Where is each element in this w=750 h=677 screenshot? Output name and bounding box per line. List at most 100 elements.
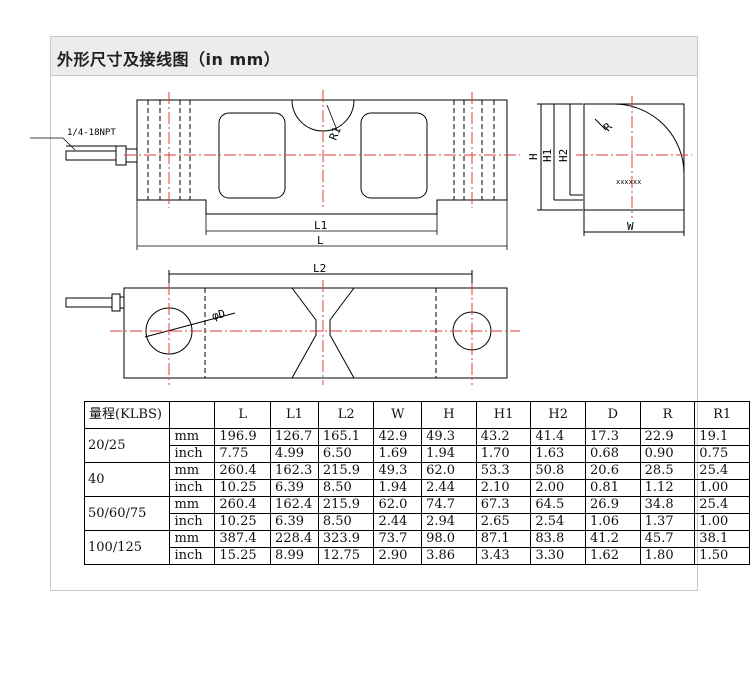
- value-cell: 0.68: [585, 445, 641, 463]
- value-cell: 8.50: [317, 513, 375, 531]
- value-cell: 3.86: [421, 547, 477, 565]
- value-cell: 73.7: [373, 530, 423, 548]
- value-cell: 2.90: [373, 547, 423, 565]
- value-cell: 228.4: [270, 530, 319, 548]
- unit-cell: inch: [169, 513, 216, 531]
- top-view: [65, 270, 508, 379]
- value-cell: 7.75: [214, 445, 272, 463]
- value-cell: 2.00: [530, 479, 587, 497]
- value-cell: 1.70: [475, 445, 532, 463]
- value-cell: 387.4: [214, 530, 272, 548]
- header-cell: L1: [270, 401, 319, 429]
- header-cell: 量程(KLBS): [83, 401, 171, 429]
- header-cell: D: [585, 401, 641, 429]
- value-cell: 17.3: [585, 428, 641, 446]
- top-centerlines: [110, 280, 520, 385]
- value-cell: 2.44: [421, 479, 477, 497]
- drawing: 1/4-18NPT R1 L1 L R xxxxxx H H1 H2 W: [30, 90, 692, 385]
- value-cell: 10.25: [214, 479, 272, 497]
- value-cell: 19.1: [694, 428, 750, 446]
- header-cell: H1: [475, 401, 532, 429]
- label-l1: L1: [314, 219, 327, 232]
- side-view: [537, 103, 685, 236]
- value-cell: 1.12: [639, 479, 696, 497]
- value-cell: 162.4: [270, 496, 319, 514]
- capacity-cell: 40: [83, 462, 171, 497]
- value-cell: 8.99: [270, 547, 319, 565]
- thread-label: 1/4-18NPT: [67, 128, 116, 138]
- value-cell: 53.3: [475, 462, 532, 480]
- value-cell: 3.43: [475, 547, 532, 565]
- front-dashes: [147, 100, 495, 200]
- value-cell: 25.4: [694, 462, 750, 480]
- header-cell: W: [373, 401, 423, 429]
- value-cell: 43.2: [475, 428, 532, 446]
- value-cell: 1.69: [373, 445, 423, 463]
- value-cell: 260.4: [214, 462, 272, 480]
- front-view: [65, 99, 508, 215]
- value-cell: 1.06: [585, 513, 641, 531]
- unit-cell: mm: [169, 530, 216, 548]
- value-cell: 87.1: [475, 530, 532, 548]
- value-cell: 1.80: [639, 547, 696, 565]
- value-cell: 49.3: [421, 428, 477, 446]
- unit-cell: inch: [169, 479, 216, 497]
- value-cell: 162.3: [270, 462, 319, 480]
- value-cell: 62.0: [373, 496, 423, 514]
- label-r1: R1: [327, 125, 344, 142]
- value-cell: 67.3: [475, 496, 532, 514]
- value-cell: 6.50: [317, 445, 375, 463]
- label-r: R: [601, 120, 615, 134]
- header-cell: R1: [694, 401, 750, 429]
- value-cell: 1.37: [639, 513, 696, 531]
- header-cell: L: [214, 401, 272, 429]
- value-cell: 1.00: [694, 479, 750, 497]
- value-cell: 74.7: [421, 496, 477, 514]
- capacity-cell: 50/60/75: [83, 496, 171, 531]
- value-cell: 50.8: [530, 462, 587, 480]
- header-cell: R: [639, 401, 696, 429]
- label-d: φD: [211, 307, 227, 323]
- label-w: W: [627, 220, 634, 233]
- value-cell: 1.00: [694, 513, 750, 531]
- value-cell: 22.9: [639, 428, 696, 446]
- panel-title: 外形尺寸及接线图（in mm）: [57, 50, 281, 69]
- label-l: L: [317, 234, 324, 247]
- top-dashes: [204, 288, 437, 378]
- value-cell: 42.9: [373, 428, 423, 446]
- side-centerlines: [576, 96, 692, 218]
- value-cell: 64.5: [530, 496, 587, 514]
- value-cell: 62.0: [421, 462, 477, 480]
- value-cell: 196.9: [214, 428, 272, 446]
- value-cell: 3.30: [530, 547, 587, 565]
- value-cell: 165.1: [317, 428, 375, 446]
- value-cell: 1.94: [421, 445, 477, 463]
- header-cell: L2: [317, 401, 375, 429]
- front-dimensions: [30, 104, 508, 250]
- value-cell: 10.25: [214, 513, 272, 531]
- value-cell: 34.8: [639, 496, 696, 514]
- value-cell: 2.44: [373, 513, 423, 531]
- value-cell: 12.75: [317, 547, 375, 565]
- value-cell: 1.62: [585, 547, 641, 565]
- value-cell: 260.4: [214, 496, 272, 514]
- value-cell: 126.7: [270, 428, 319, 446]
- value-cell: 6.39: [270, 479, 319, 497]
- value-cell: 49.3: [373, 462, 423, 480]
- value-cell: 8.50: [317, 479, 375, 497]
- capacity-cell: 100/125: [83, 530, 171, 565]
- unit-cell: mm: [169, 496, 216, 514]
- value-cell: 26.9: [585, 496, 641, 514]
- value-cell: 0.90: [639, 445, 696, 463]
- unit-cell: mm: [169, 428, 216, 446]
- header-cell: H: [421, 401, 477, 429]
- value-cell: 28.5: [639, 462, 696, 480]
- value-cell: 323.9: [317, 530, 375, 548]
- value-cell: 98.0: [421, 530, 477, 548]
